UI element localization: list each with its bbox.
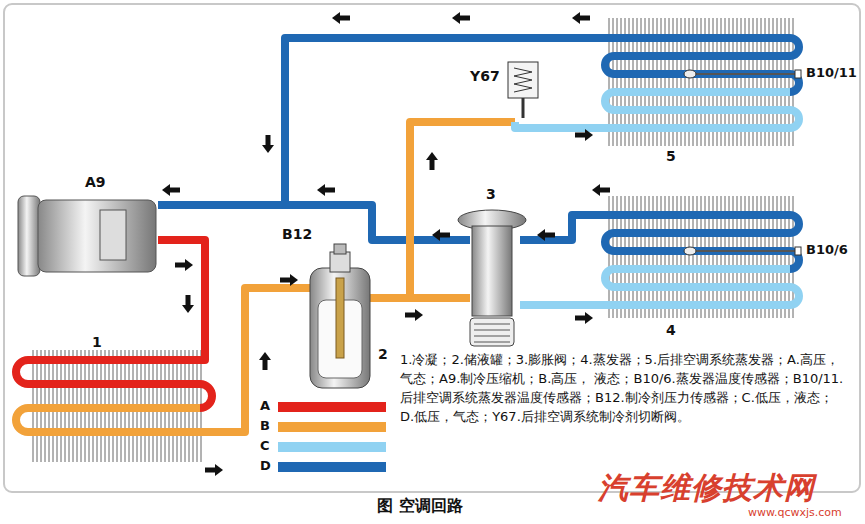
legend-note: 1.冷凝；2.储液罐；3.膨胀阀；4.蒸发器；5.后排空调系统蒸发器；A.高压，…: [400, 350, 845, 426]
component-tag: Y67: [470, 68, 500, 85]
component-tag: A9: [85, 174, 106, 191]
callout-number: 1: [92, 334, 102, 351]
watermark: www.qcwxjs.com: [748, 506, 842, 519]
watermark: 汽车维修技术网: [598, 470, 815, 506]
legend-swatch: [278, 402, 386, 412]
legend-swatch: [278, 442, 386, 452]
component-tag: B10/11: [806, 65, 857, 81]
legend-letter: B: [260, 418, 270, 434]
component-tag: B10/6: [806, 242, 848, 258]
legend-letter: A: [260, 398, 270, 414]
legend-swatch: [278, 422, 386, 432]
callout-number: 2: [378, 346, 388, 363]
callout-number: 5: [666, 148, 676, 165]
legend-letter: C: [260, 438, 270, 454]
legend-swatch: [278, 462, 386, 472]
legend-letter: D: [260, 458, 271, 474]
component-tag: B12: [282, 226, 312, 243]
callout-number: 3: [486, 186, 496, 203]
callout-number: 4: [666, 322, 676, 339]
figure-caption: 图 空调回路: [377, 496, 463, 515]
